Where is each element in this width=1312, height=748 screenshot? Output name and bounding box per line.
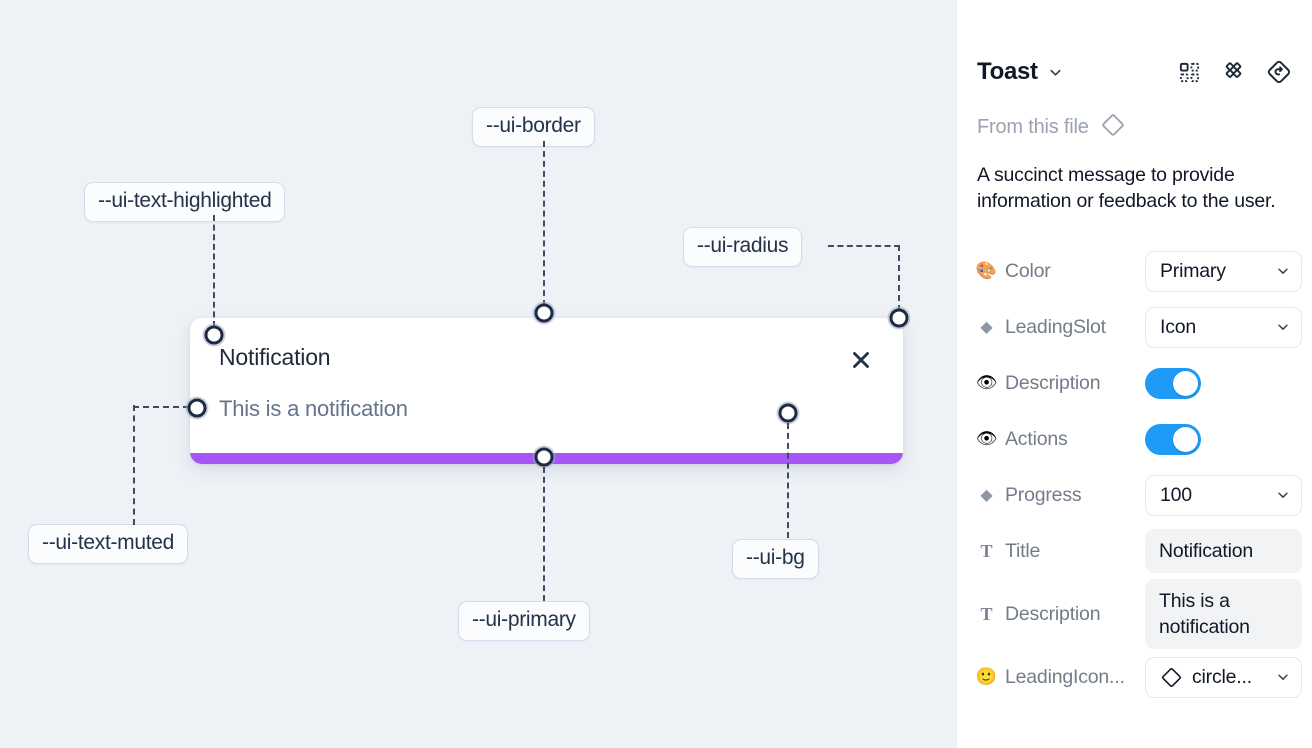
chevron-down-icon[interactable] xyxy=(1048,65,1063,80)
leadingicon-select-value: circle... xyxy=(1192,665,1252,688)
chevron-down-icon xyxy=(1276,488,1290,502)
anchor-ui-border[interactable] xyxy=(534,303,554,323)
annotation-tag-ui-bg[interactable]: --ui-bg xyxy=(732,539,819,579)
eye-icon: 👁 xyxy=(975,373,998,392)
color-select-value: Primary xyxy=(1160,259,1226,282)
connector-ui-text-muted-vertical xyxy=(133,405,135,525)
token-annotation-overlay: --ui-text-highlighted --ui-border --ui-r… xyxy=(28,107,909,641)
property-row-actions-toggle: 👁 Actions xyxy=(957,411,1312,467)
toast-description: This is a notification xyxy=(219,396,408,421)
property-label: Actions xyxy=(1005,427,1068,450)
from-this-file-label: From this file xyxy=(977,116,1089,138)
property-label: Color xyxy=(1005,259,1051,282)
description-input[interactable]: This is a notification xyxy=(1145,579,1302,649)
anchor-ui-text-highlighted[interactable] xyxy=(204,325,224,345)
property-label: Description xyxy=(1005,371,1101,394)
diamond-icon xyxy=(1100,112,1126,143)
property-list: 🎨 Color Primary ◆ LeadingSlot xyxy=(957,243,1312,705)
toggle-knob xyxy=(1173,370,1198,396)
property-row-leadingslot: ◆ LeadingSlot Icon xyxy=(957,299,1312,355)
toggle-knob xyxy=(1173,426,1198,452)
component-description: A succinct message to provide informatio… xyxy=(977,164,1276,212)
anchor-ui-radius[interactable] xyxy=(889,308,909,328)
actions-toggle[interactable] xyxy=(1145,423,1201,455)
toast-title: Notification xyxy=(219,344,331,370)
property-control: Primary xyxy=(1145,250,1302,292)
leadingslot-select-value: Icon xyxy=(1160,315,1197,338)
property-label-group: 🙂 LeadingIcon... xyxy=(975,665,1145,689)
toast-card[interactable]: Notification This is a notification xyxy=(190,318,903,464)
anchor-ui-text-muted[interactable] xyxy=(187,398,207,418)
smiley-icon: 🙂 xyxy=(975,667,998,686)
property-row-progress: ◆ Progress 100 xyxy=(957,467,1312,523)
progress-select[interactable]: 100 xyxy=(1145,474,1302,516)
property-label: LeadingSlot xyxy=(1005,315,1106,338)
eye-icon: 👁 xyxy=(975,429,998,448)
property-control: 100 xyxy=(1145,474,1302,516)
property-label-group: 👁 Description xyxy=(975,371,1145,395)
close-icon[interactable] xyxy=(847,346,875,374)
chevron-down-icon xyxy=(1276,264,1290,278)
property-label: Title xyxy=(1005,539,1041,562)
property-label: Description xyxy=(1005,602,1101,625)
property-control xyxy=(1145,423,1292,455)
palette-icon: 🎨 xyxy=(975,261,998,280)
annotation-tag-ui-text-muted[interactable]: --ui-text-muted xyxy=(28,524,189,564)
property-label: LeadingIcon... xyxy=(1005,665,1125,688)
leadingslot-select[interactable]: Icon xyxy=(1145,306,1302,348)
description-toggle[interactable] xyxy=(1145,367,1201,399)
chevron-down-icon xyxy=(1276,670,1290,684)
connector-ui-primary xyxy=(543,467,545,601)
leadingicon-select[interactable]: circle... xyxy=(1145,656,1302,698)
annotation-tag-ui-primary[interactable]: --ui-primary xyxy=(458,601,590,641)
property-control: This is a notification xyxy=(1145,579,1302,649)
annotation-tag-ui-border[interactable]: --ui-border xyxy=(472,107,595,147)
text-icon: T xyxy=(980,603,993,624)
panel-header: Toast xyxy=(957,48,1312,96)
diamond-icon: ◆ xyxy=(980,319,993,336)
diamond-icon xyxy=(1160,666,1183,689)
connector-ui-radius-horizontal xyxy=(828,245,900,247)
annotation-tag-ui-text-highlighted[interactable]: --ui-text-highlighted xyxy=(84,182,286,222)
property-row-description-toggle: 👁 Description xyxy=(957,355,1312,411)
chevron-down-icon xyxy=(1276,320,1290,334)
variants-cluster-icon[interactable] xyxy=(1222,61,1245,84)
color-select[interactable]: Primary xyxy=(1145,250,1302,292)
connector-ui-border xyxy=(543,141,545,306)
annotation-tag-ui-radius[interactable]: --ui-radius xyxy=(683,227,803,267)
from-this-file-row[interactable]: From this file xyxy=(977,112,1126,143)
progress-select-value: 100 xyxy=(1160,483,1192,506)
property-row-leadingicon: 🙂 LeadingIcon... circle... xyxy=(957,649,1312,705)
anchor-ui-primary[interactable] xyxy=(534,447,554,467)
page-title: Toast xyxy=(977,58,1038,85)
connector-ui-text-highlighted xyxy=(213,215,215,327)
property-control: Icon xyxy=(1145,306,1302,348)
connector-ui-text-muted-horizontal xyxy=(133,406,189,408)
panel-header-actions xyxy=(1178,59,1292,85)
toast-card-body: Notification This is a notification xyxy=(190,318,903,464)
connector-ui-radius-vertical xyxy=(898,245,900,311)
property-label: Progress xyxy=(1005,483,1082,506)
anchor-ui-bg[interactable] xyxy=(778,403,798,423)
property-label-group: ◆ Progress xyxy=(977,484,1145,507)
text-icon: T xyxy=(980,540,993,561)
property-row-description-text: T Description This is a notification xyxy=(957,579,1312,649)
component-grid-icon[interactable] xyxy=(1178,61,1201,84)
property-label-group: T Title xyxy=(977,540,1145,563)
property-label-group: 🎨 Color xyxy=(975,259,1145,283)
design-canvas[interactable]: Notification This is a notification --ui… xyxy=(0,0,956,748)
reset-diamond-icon[interactable] xyxy=(1266,59,1292,85)
property-control: circle... xyxy=(1145,656,1302,698)
property-control xyxy=(1145,367,1292,399)
property-row-color: 🎨 Color Primary xyxy=(957,243,1312,299)
property-label-group: 👁 Actions xyxy=(975,427,1145,451)
property-label-group: ◆ LeadingSlot xyxy=(977,316,1145,339)
title-input[interactable]: Notification xyxy=(1145,529,1302,573)
property-label-group: T Description xyxy=(977,603,1145,626)
property-control: Notification xyxy=(1145,529,1302,573)
properties-panel: Toast xyxy=(956,0,1312,748)
property-row-title: T Title Notification xyxy=(957,523,1312,579)
diamond-icon: ◆ xyxy=(980,487,993,504)
